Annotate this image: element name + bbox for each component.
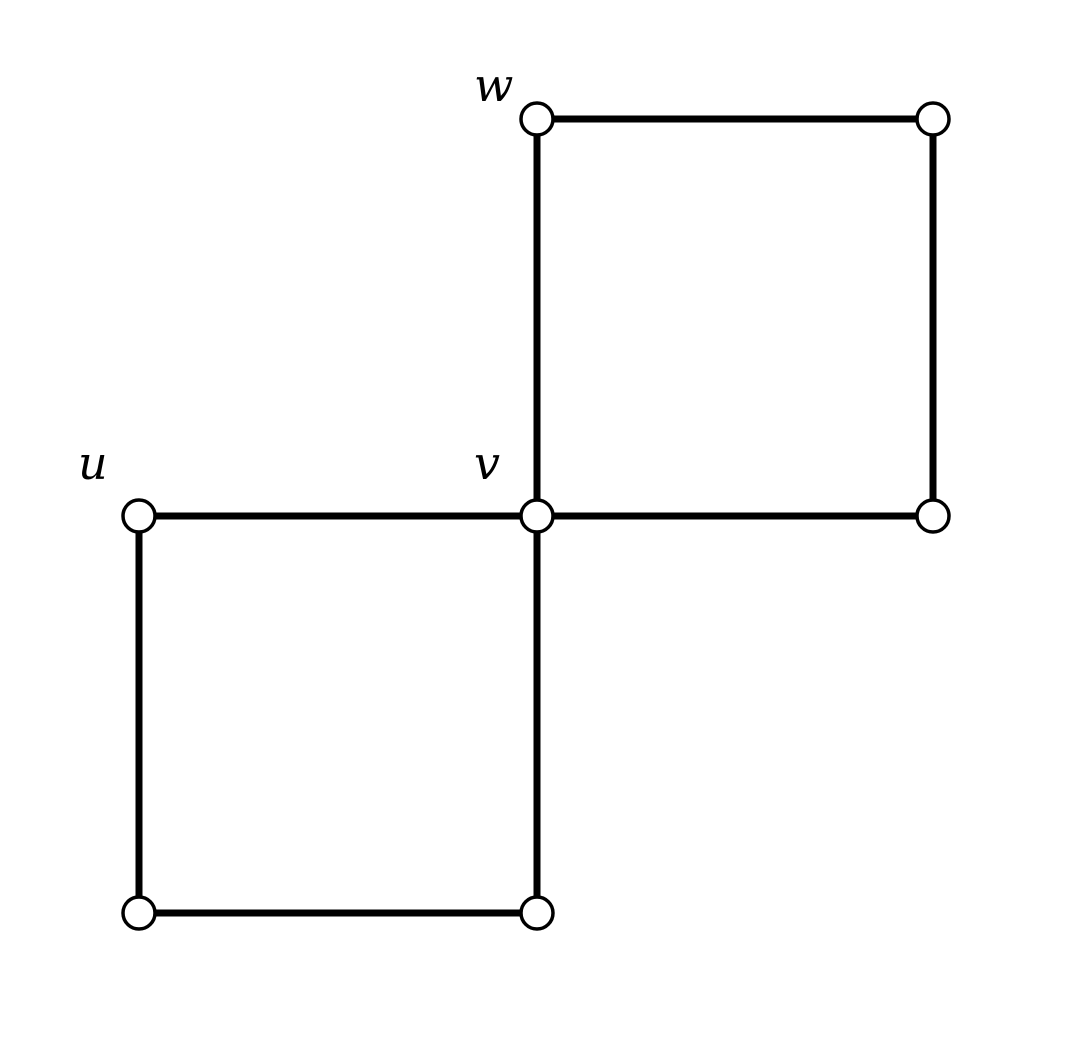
node-w (519, 101, 555, 137)
node-bottom-right (519, 895, 555, 931)
node-top-right (915, 101, 951, 137)
label-v: v (474, 436, 500, 490)
edges (135, 115, 937, 917)
node-labels: w u v (78, 58, 513, 490)
nodes (121, 101, 951, 931)
label-w: w (474, 58, 513, 112)
node-v (519, 498, 555, 534)
node-bottom-left (121, 895, 157, 931)
label-u: u (78, 436, 108, 490)
node-right (915, 498, 951, 534)
node-u (121, 498, 157, 534)
